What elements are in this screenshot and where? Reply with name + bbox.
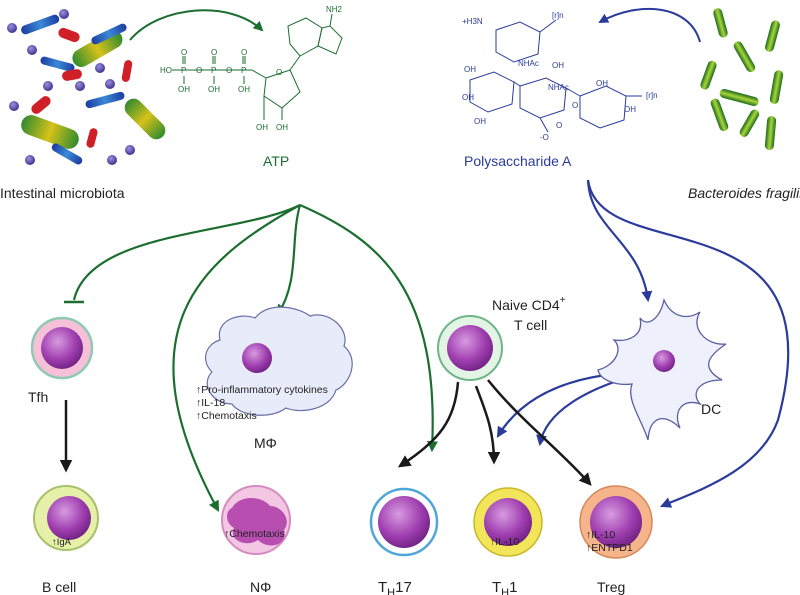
svg-text:-O: -O — [540, 133, 549, 142]
svg-text:OH: OH — [464, 65, 476, 74]
dc-to-treg-arrow — [536, 378, 621, 447]
atp-structure — [172, 13, 343, 120]
naive-to-treg-arrow — [487, 379, 592, 486]
neutrophil-label: NΦ — [250, 579, 271, 595]
svg-text:OH: OH — [624, 105, 636, 114]
svg-text:P: P — [181, 66, 186, 75]
bacteroides-illustration — [700, 8, 784, 150]
atp-structure-labels: HO P O P O P O O O OH OH OH O OH OH NH2 — [160, 5, 343, 132]
svg-text:OH: OH — [596, 79, 608, 88]
psa-to-treg-arrow — [586, 179, 790, 508]
treg-note-2: ↑ENTPD1 — [586, 542, 633, 554]
microbiota-illustration — [7, 9, 166, 165]
atp-to-macrophage-arrow — [276, 204, 302, 316]
naive-to-th17-arrow — [397, 381, 460, 468]
svg-text:O: O — [241, 48, 247, 57]
psa-label: Polysaccharide A — [464, 153, 572, 169]
svg-text:O: O — [572, 101, 578, 110]
svg-text:OH: OH — [552, 61, 564, 70]
macrophage-note-2: ↑IL-18 — [196, 397, 225, 409]
atp-inhibits-tfh — [72, 204, 301, 301]
svg-text:OH: OH — [256, 123, 268, 132]
macrophage-note-1: ↑Pro-inflammatory cytokines — [196, 384, 328, 396]
macrophage-label: MΦ — [254, 435, 277, 451]
svg-text:P: P — [241, 66, 246, 75]
svg-text:[r]n: [r]n — [552, 11, 564, 20]
svg-text:O: O — [181, 48, 187, 57]
naive-to-th1-arrow — [474, 385, 501, 465]
b-cell-note: ↑IgA — [52, 537, 72, 548]
th17-cell — [369, 487, 439, 557]
b-cell-label: B cell — [42, 579, 76, 595]
svg-text:OH: OH — [462, 93, 474, 102]
th1-label: TH1 — [492, 579, 517, 595]
treg-label: Treg — [597, 579, 625, 595]
psa-pathways — [496, 179, 790, 508]
tfh-label: Tfh — [28, 389, 48, 405]
atp-label: ATP — [263, 153, 289, 169]
atp-pathways — [64, 203, 438, 512]
svg-text:OH: OH — [208, 85, 220, 94]
naive-label-line1: Naive CD4+ — [492, 295, 566, 313]
th17-label: TH17 — [378, 579, 412, 595]
bacteroides-label: Bacteroides fragilis — [688, 185, 800, 201]
svg-text:OH: OH — [178, 85, 190, 94]
naive-t-cell — [437, 315, 503, 381]
psa-structure-labels: +H3N [r]n NHAc NHAc OH OH OH OH OH OH [r… — [462, 11, 658, 142]
b-cell — [33, 485, 99, 551]
th1-cell — [473, 487, 543, 557]
svg-text:O: O — [196, 66, 202, 75]
svg-text:[r]n: [r]n — [646, 91, 658, 100]
svg-text:HO: HO — [160, 66, 172, 75]
dc-to-th1-arrow — [496, 372, 615, 438]
svg-text:NHAc: NHAc — [518, 59, 539, 68]
svg-text:OH: OH — [474, 117, 486, 126]
dendritic-cell — [597, 297, 727, 441]
bacteroides-to-psa-arrow — [598, 7, 701, 43]
svg-text:O: O — [276, 68, 282, 77]
neutrophil-note: ↑Chemotaxis — [224, 528, 285, 540]
psa-structure — [469, 19, 642, 133]
microbiota-label: Intestinal microbiota — [0, 185, 125, 201]
tfh-cell — [30, 316, 94, 380]
svg-text:NH2: NH2 — [326, 5, 343, 14]
differentiation-arrows — [59, 379, 592, 486]
macrophage-note-3: ↑Chemotaxis — [196, 410, 257, 422]
svg-text:O: O — [211, 48, 217, 57]
svg-text:P: P — [211, 66, 216, 75]
atp-to-th17-arrow — [299, 203, 438, 453]
naive-label-line2: T cell — [514, 317, 547, 333]
treg-cell — [579, 485, 653, 559]
svg-text:O: O — [226, 66, 232, 75]
psa-to-dc-arrow — [586, 179, 653, 303]
microbiota-to-atp-arrow — [129, 9, 264, 41]
svg-text:O: O — [556, 121, 562, 130]
dc-label: DC — [701, 401, 721, 417]
svg-text:+H3N: +H3N — [462, 17, 483, 26]
svg-text:OH: OH — [276, 123, 288, 132]
svg-text:OH: OH — [238, 85, 250, 94]
treg-note-1: ↑IL-10 — [586, 529, 615, 541]
atp-to-neutrophil-arrow — [172, 204, 301, 512]
macrophage-cell — [204, 306, 353, 416]
svg-text:NHAc: NHAc — [548, 83, 569, 92]
th1-note: ↑IL-10 — [490, 536, 519, 548]
neutrophil-cell — [221, 485, 291, 555]
